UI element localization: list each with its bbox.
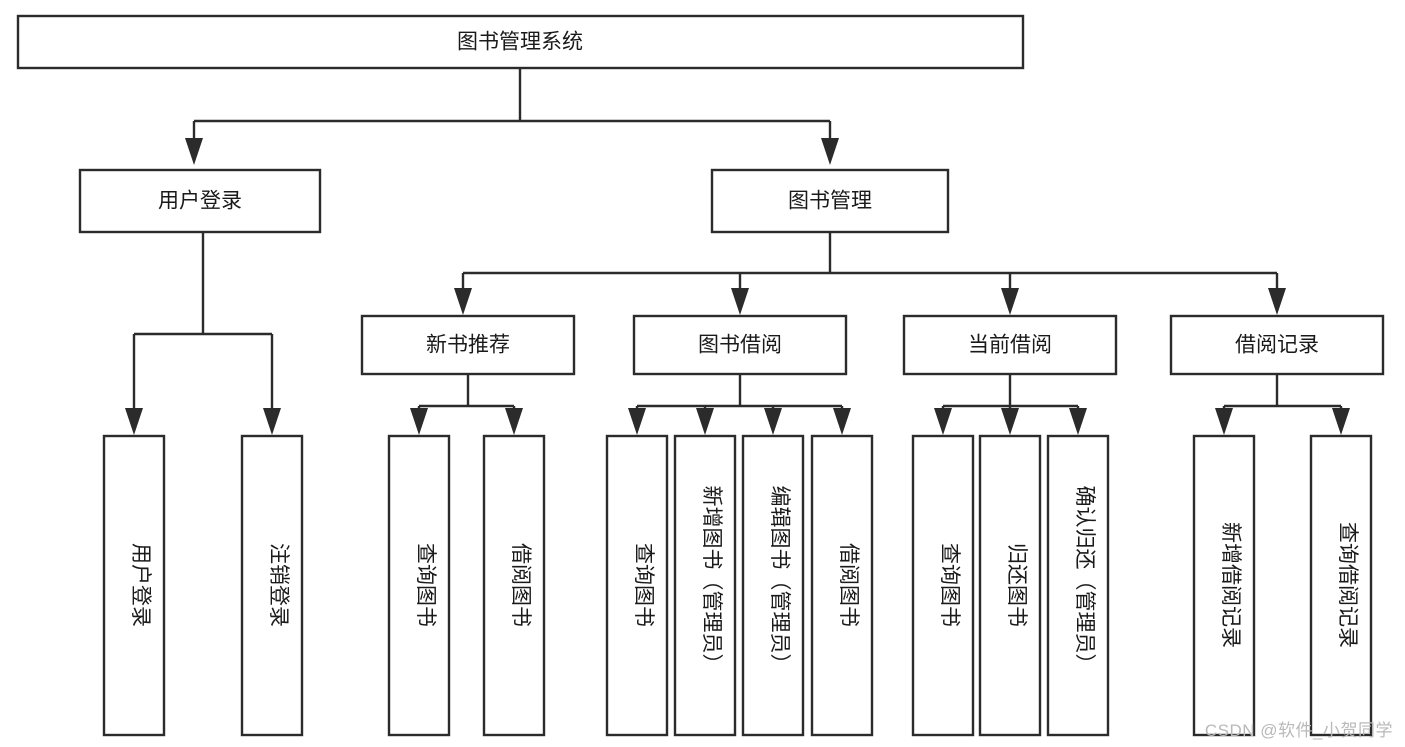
leaf-bb-query-book-label: 查询图书 bbox=[632, 543, 655, 627]
leaf-nbr-borrow-book[interactable]: 借阅图书 bbox=[482, 434, 546, 737]
leaf-nbr-borrow-book-label: 借阅图书 bbox=[509, 543, 532, 627]
node-book-borrow-label: 图书借阅 bbox=[698, 334, 782, 357]
leaf-cb-confirm-return-label: 确认归还（管理员） bbox=[1073, 486, 1096, 675]
leaf-br-add-record-label: 新增借阅记录 bbox=[1219, 522, 1242, 648]
node-root-box[interactable] bbox=[16, 14, 1025, 70]
arrowhead-bb-query-book bbox=[628, 408, 646, 435]
leaf-bb-query-book[interactable]: 查询图书 bbox=[605, 434, 669, 737]
leaf-cb-query-book-label: 查询图书 bbox=[938, 543, 961, 627]
leaf-bb-borrow-book[interactable]: 借阅图书 bbox=[810, 434, 874, 737]
arrowhead-bb-add-book bbox=[696, 408, 714, 435]
arrowhead-book-mgmt bbox=[821, 138, 839, 165]
node-root-label: 图书管理系统 bbox=[457, 31, 583, 54]
node-new-book-recommend-box[interactable] bbox=[360, 314, 576, 376]
node-borrow-record-label: 借阅记录 bbox=[1235, 334, 1319, 357]
node-root-system[interactable]: 图书管理系统 bbox=[16, 14, 1025, 70]
arrowhead-user-login bbox=[185, 138, 203, 165]
node-user-login-box[interactable] bbox=[78, 168, 322, 234]
node-new-book-recommend-label: 新书推荐 bbox=[426, 334, 510, 357]
connector-group-book-borrow bbox=[628, 374, 851, 435]
arrowhead-br-add-record bbox=[1215, 408, 1233, 435]
node-book-borrow-box[interactable] bbox=[632, 314, 848, 376]
arrowhead-cb-query-book bbox=[934, 408, 952, 435]
leaf-bb-query-book-box[interactable] bbox=[605, 434, 669, 737]
leaf-cb-confirm-return[interactable]: 确认归还（管理员） bbox=[1046, 434, 1110, 737]
node-user-login[interactable]: 用户登录 bbox=[78, 168, 322, 234]
connector-group-borrow-record bbox=[1215, 374, 1350, 435]
connector-group-current-borrow bbox=[934, 374, 1087, 435]
leaf-bb-borrow-book-box[interactable] bbox=[810, 434, 874, 737]
leaf-cb-query-book[interactable]: 查询图书 bbox=[911, 434, 975, 737]
leaf-user-login-login-box[interactable] bbox=[102, 434, 166, 737]
leaf-cb-return-book[interactable]: 归还图书 bbox=[978, 434, 1042, 737]
arrowhead-cb-return-book bbox=[1001, 408, 1019, 435]
node-book-management[interactable]: 图书管理 bbox=[710, 168, 950, 234]
connector-group-user-login bbox=[125, 232, 281, 435]
leaf-nbr-borrow-book-box[interactable] bbox=[482, 434, 546, 737]
node-book-borrow[interactable]: 图书借阅 bbox=[632, 314, 848, 376]
node-current-borrow[interactable]: 当前借阅 bbox=[902, 314, 1118, 376]
arrowhead-nbr-borrow-book bbox=[505, 408, 523, 435]
leaf-bb-add-book-box[interactable] bbox=[673, 434, 737, 737]
arrowhead-current-borrow bbox=[1001, 288, 1019, 315]
leaf-user-login-login-label: 用户登录 bbox=[129, 543, 152, 627]
node-book-management-label: 图书管理 bbox=[788, 190, 872, 213]
connector-group-book-mgmt bbox=[454, 232, 1286, 315]
leaf-bb-borrow-book-label: 借阅图书 bbox=[837, 543, 860, 627]
node-current-borrow-box[interactable] bbox=[902, 314, 1118, 376]
leaf-bb-edit-book[interactable]: 编辑图书（管理员） bbox=[741, 434, 805, 737]
leaf-nbr-query-book[interactable]: 查询图书 bbox=[387, 434, 451, 737]
leaf-nbr-query-book-label: 查询图书 bbox=[414, 543, 437, 627]
arrowhead-nbr-query-book bbox=[410, 408, 428, 435]
node-borrow-record[interactable]: 借阅记录 bbox=[1169, 314, 1385, 376]
arrowhead-bb-borrow-book bbox=[833, 408, 851, 435]
node-borrow-record-box[interactable] bbox=[1169, 314, 1385, 376]
arrowhead-leaf-logout bbox=[263, 408, 281, 435]
node-current-borrow-label: 当前借阅 bbox=[968, 334, 1052, 357]
arrowhead-borrow-record bbox=[1268, 288, 1286, 315]
leaf-br-query-record-box[interactable] bbox=[1309, 434, 1373, 737]
arrowhead-br-query-record bbox=[1332, 408, 1350, 435]
leaf-br-add-record[interactable]: 新增借阅记录 bbox=[1192, 434, 1256, 737]
arrowhead-cb-confirm-return bbox=[1069, 408, 1087, 435]
node-book-management-box[interactable] bbox=[710, 168, 950, 234]
leaf-user-login-logout[interactable]: 注销登录 bbox=[240, 434, 304, 737]
node-user-login-label: 用户登录 bbox=[158, 190, 242, 213]
leaf-cb-query-book-box[interactable] bbox=[911, 434, 975, 737]
csdn-watermark: CSDN @软件_小贺同学 bbox=[1204, 721, 1393, 740]
node-new-book-recommend[interactable]: 新书推荐 bbox=[360, 314, 576, 376]
leaf-bb-edit-book-label: 编辑图书（管理员） bbox=[768, 486, 791, 675]
leaf-cb-return-book-label: 归还图书 bbox=[1005, 543, 1028, 627]
leaf-br-query-record[interactable]: 查询借阅记录 bbox=[1309, 434, 1373, 737]
leaf-bb-add-book[interactable]: 新增图书（管理员） bbox=[673, 434, 737, 737]
leaf-nbr-query-book-box[interactable] bbox=[387, 434, 451, 737]
leaf-bb-add-book-label: 新增图书（管理员） bbox=[700, 486, 723, 675]
arrowhead-leaf-user-login bbox=[125, 408, 143, 435]
leaf-br-add-record-box[interactable] bbox=[1192, 434, 1256, 737]
connector-group-root bbox=[185, 68, 839, 165]
leaf-cb-confirm-return-box[interactable] bbox=[1046, 434, 1110, 737]
leaf-br-query-record-label: 查询借阅记录 bbox=[1336, 522, 1359, 648]
leaf-user-login-logout-box[interactable] bbox=[240, 434, 304, 737]
arrowhead-bb-edit-book bbox=[764, 408, 782, 435]
leaf-user-login-logout-label: 注销登录 bbox=[267, 543, 290, 627]
leaf-cb-return-book-box[interactable] bbox=[978, 434, 1042, 737]
leaf-user-login-login[interactable]: 用户登录 bbox=[102, 434, 166, 737]
arrowhead-book-borrow bbox=[731, 288, 749, 315]
connector-group-new-book-recommend bbox=[410, 374, 523, 435]
arrowhead-new-book-recommend bbox=[454, 288, 472, 315]
leaf-bb-edit-book-box[interactable] bbox=[741, 434, 805, 737]
